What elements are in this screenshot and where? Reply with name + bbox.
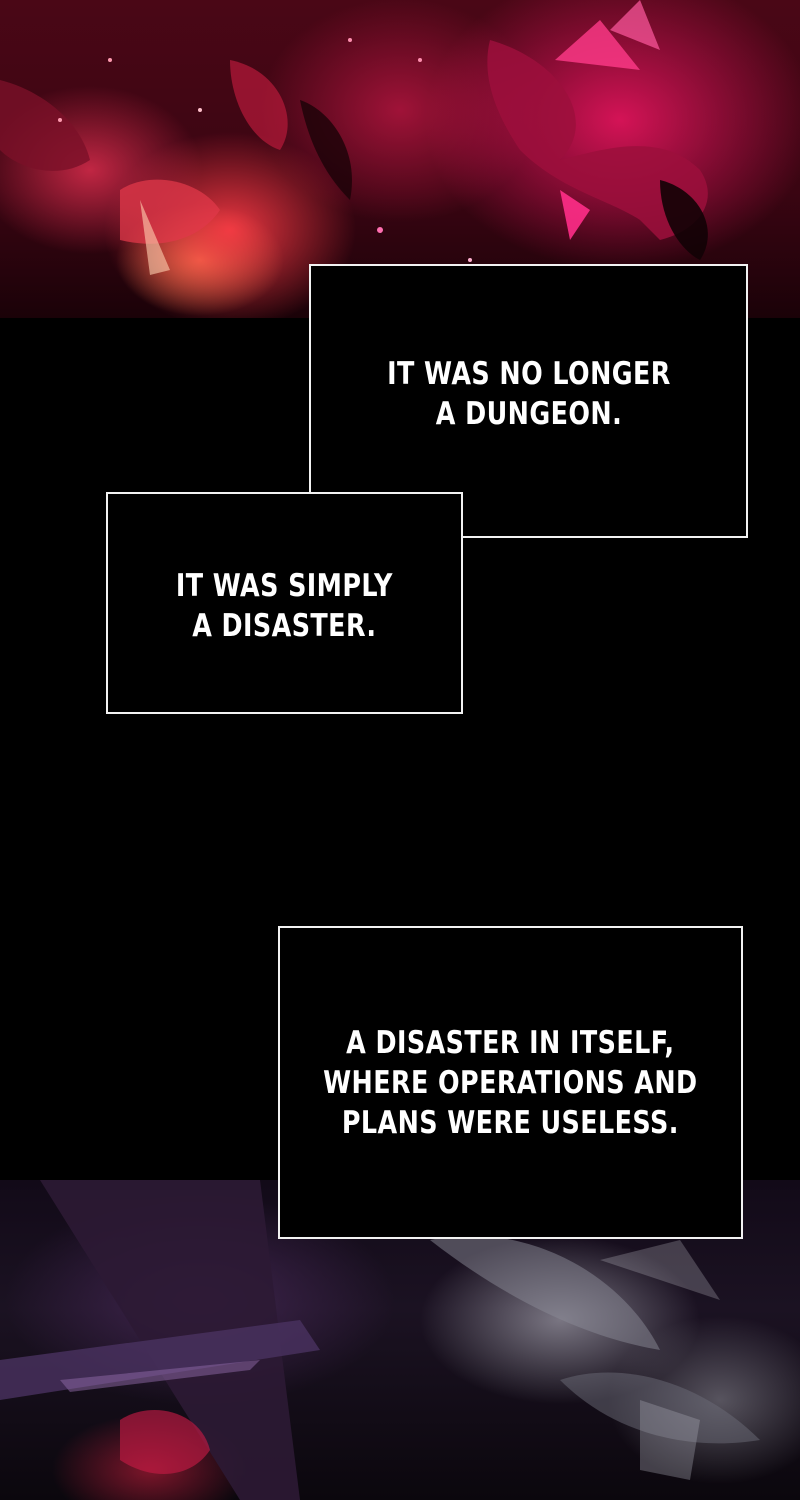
narration-box-3: A DISASTER IN ITSELF, WHERE OPERATIONS A… [278, 926, 743, 1239]
narration-text-1: IT WAS NO LONGER A DUNGEON. [386, 356, 671, 432]
narration-text-3: A DISASTER IN ITSELF, WHERE OPERATIONS A… [323, 1024, 698, 1141]
dark-creature-shapes [0, 1180, 760, 1500]
narration-text-2: IT WAS SIMPLY A DISASTER. [175, 568, 394, 644]
red-monster-shapes [0, 0, 708, 275]
narration-box-2: IT WAS SIMPLY A DISASTER. [106, 492, 463, 714]
